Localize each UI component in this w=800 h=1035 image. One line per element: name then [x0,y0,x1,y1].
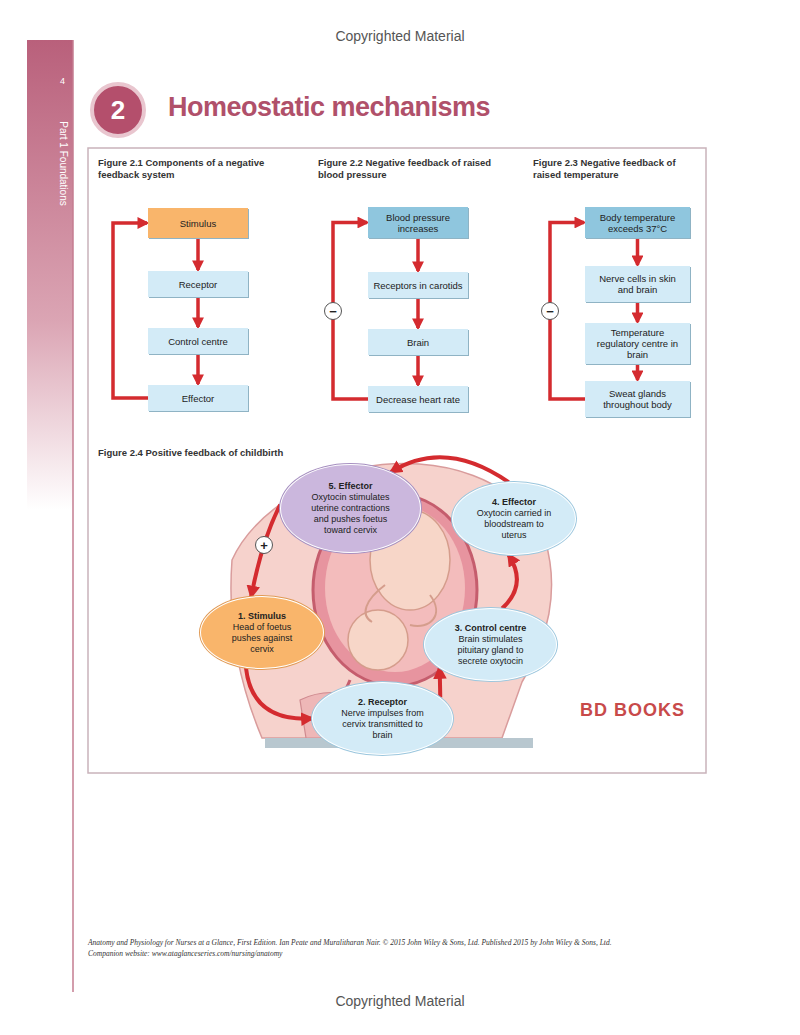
node-heading: 4. Effector [474,497,554,508]
chapter-number: 2 [90,82,146,138]
process-box: Brain [368,329,468,355]
shape [366,585,385,622]
footer-text: Anatomy and Physiology for Nurses at a G… [88,938,728,947]
sidebar-strip [27,40,73,510]
process-box: Effector [148,385,248,411]
node-text: Brain stimulates pituitary gland to secr… [448,634,534,667]
process-box: Sweat glands throughout body [585,381,690,417]
process-box: Temperature regulatory centre in brain [585,323,690,364]
shape [348,610,408,670]
node-heading: 5. Effector [305,481,397,492]
flow-arrow [438,668,443,698]
flow-arrow [416,298,420,328]
flow-arrow [502,555,517,609]
sign-text: + [260,539,268,552]
node-text: Brain [407,337,429,348]
node-text: Temperature regulatory centre in brain [590,327,685,360]
flow-arrow [196,297,200,327]
process-box: Nerve cells in skin and brain [585,266,690,302]
footer-text: Companion website: www.ataglanceseries.c… [88,949,728,958]
figure-caption: Figure 2.1 Components of a negative feed… [98,157,283,181]
feedback-loop [113,223,148,398]
step-ellipse: 3. Control centreBrain stimulates pituit… [424,608,557,681]
flow-arrow [636,364,640,380]
flow-arrow [416,238,420,271]
step-ellipse: 1. StimulusHead of foetus pushes against… [200,596,324,669]
node-text: Decrease heart rate [376,394,460,405]
flow-arrow [391,457,509,482]
node-text: Oxytocin carried in bloodstream to uteru… [474,508,554,541]
figure-panel [88,148,706,773]
node-text: Oxytocin stimulates uterine contractions… [305,492,397,536]
feedback-sign: + [255,536,273,554]
flow-arrow [251,505,280,597]
step-ellipse: 4. EffectorOxytocin carried in bloodstre… [452,482,576,555]
figure-caption: Figure 2.4 Positive feedback of childbir… [98,447,398,459]
node-text: Receptor [179,279,218,290]
sidebar-rule [72,40,74,992]
ellipse-text: 3. Control centreBrain stimulates pituit… [448,623,534,667]
ellipse-text: 5. EffectorOxytocin stimulates uterine c… [305,481,397,536]
watermark: BD BOOKS [580,700,700,721]
node-text: Body temperature exceeds 37°C [590,212,685,234]
node-text: Nerve impulses from cervix transmitted t… [337,708,429,741]
node-heading: 2. Receptor [337,697,429,708]
shape [410,595,436,626]
node-heading: 3. Control centre [448,623,534,634]
flow-arrow [196,354,200,384]
ellipse-text: 2. ReceptorNerve impulses from cervix tr… [337,697,429,741]
step-ellipse: 5. EffectorOxytocin stimulates uterine c… [280,464,421,553]
step-ellipse: 2. ReceptorNerve impulses from cervix tr… [312,682,453,755]
node-text: Effector [182,393,215,404]
part-name: Part 1 Foundations [58,104,69,224]
process-box: Receptor [148,271,248,297]
node-heading: 1. Stimulus [222,611,302,622]
process-box: Decrease heart rate [368,386,468,412]
flow-arrow [416,355,420,385]
feedback-sign: − [324,302,342,320]
ellipse-text: 4. EffectorOxytocin carried in bloodstre… [474,497,554,541]
flow-arrow [636,302,640,322]
node-text: Sweat glands throughout body [590,388,685,410]
ellipse-text: 1. StimulusHead of foetus pushes against… [222,611,302,655]
sign-text: − [329,305,337,318]
node-text: Stimulus [180,218,216,229]
node-text: 2 [111,95,125,126]
process-box: Control centre [148,328,248,354]
node-text: Receptors in carotids [373,280,462,291]
node-text: Blood pressure increases [373,212,463,234]
figure-caption: Figure 2.3 Negative feedback of raised t… [533,157,698,181]
copyright-note: Copyrighted Material [0,28,800,44]
node-text: Control centre [168,336,228,347]
process-box: Stimulus [148,208,248,238]
page-number: 4 [60,76,70,86]
flow-arrow [636,238,640,265]
sign-text: − [546,305,554,318]
feedback-sign: − [541,302,559,320]
process-box: Body temperature exceeds 37°C [585,207,690,238]
figure-caption: Figure 2.2 Negative feedback of raised b… [318,157,498,181]
flow-arrow [246,668,312,719]
copyright-note: Copyrighted Material [0,993,800,1009]
flow-arrow [196,238,200,270]
node-text: Head of foetus pushes against cervix [222,622,302,655]
node-text: Nerve cells in skin and brain [590,273,685,295]
page-title: Homeostatic mechanisms [168,92,490,123]
process-box: Blood pressure increases [368,207,468,238]
process-box: Receptors in carotids [368,272,468,298]
